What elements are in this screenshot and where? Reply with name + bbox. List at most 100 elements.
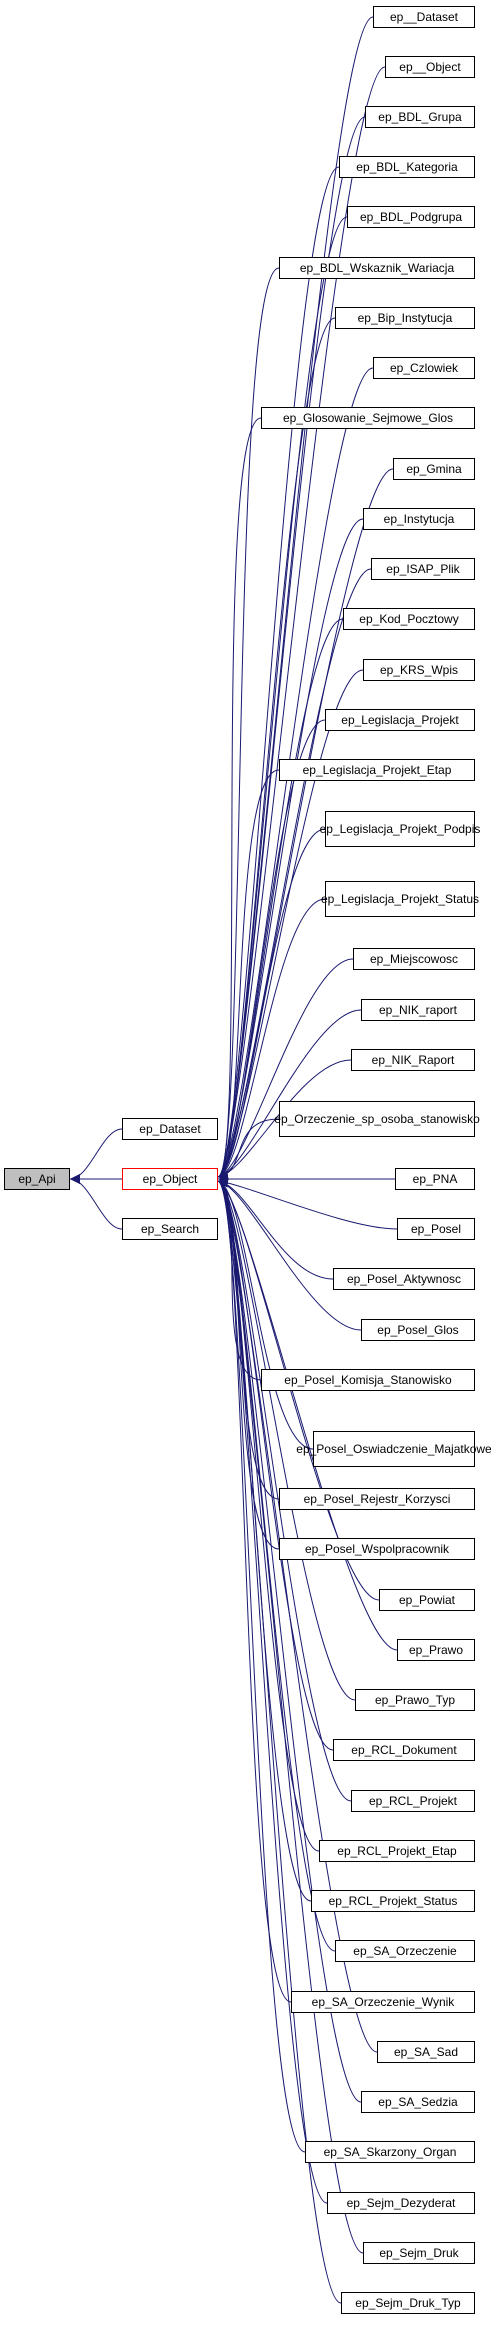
edge-ep-posel-glos-to-ep-object — [217, 1177, 362, 1331]
class-node-ep-posel-rejestr-korzysci[interactable]: ep_Posel_Rejestr_Korzysci — [279, 1488, 475, 1510]
edge-ep-miejscowosc-to-ep-object — [217, 958, 354, 1181]
edge-ep-bdl-podgrupa-to-ep-object — [217, 216, 348, 1181]
node-label-line-1: ep_ISAP_Plik — [386, 562, 460, 576]
node-label-line-1: ep_SA_Orzeczenie_Wynik — [311, 1995, 455, 2009]
edge-ep-bip-instytucja-to-ep-object — [217, 317, 336, 1181]
edge-ep-posel-to-ep-object — [217, 1177, 398, 1230]
class-node-ep-sejm-druk[interactable]: ep_Sejm_Druk — [363, 2242, 475, 2264]
node-label-line-1: ep_Posel_Glos — [377, 1323, 459, 1337]
node-label-line-1: ep_SA_Orzeczenie — [353, 1944, 457, 1958]
edge-ep-krs-wpis-to-ep-object — [217, 669, 364, 1181]
class-node-ep-sa-orzeczenie-wynik[interactable]: ep_SA_Orzeczenie_Wynik — [291, 1991, 475, 2013]
edge-ep-bdl-kategoria-to-ep-object — [217, 166, 340, 1181]
node-label-line-1: ep_BDL_Wskaznik_Wariacja — [299, 261, 455, 275]
class-node-ep-legislacja-projekt-status[interactable]: ep_Legislacja_Projekt_Status — [321, 881, 479, 917]
class-node-ep-pna[interactable]: ep_PNA — [395, 1168, 475, 1190]
class-node-ep-gmina[interactable]: ep_Gmina — [393, 458, 475, 480]
edge-ep-nik-raport-to-ep-object — [217, 1009, 362, 1181]
class-node-ep-sa-sad[interactable]: ep_SA_Sad — [377, 2041, 475, 2063]
class-node-ep-posel-glos[interactable]: ep_Posel_Glos — [361, 1319, 475, 1341]
edge-ep-legislacja-projekt-podpis-to-ep-object — [217, 828, 326, 1181]
node-label-line-1: ep_Posel_Wspolpracownik — [304, 1542, 450, 1556]
node-label-line-2: _Majatkowe — [427, 1442, 491, 1456]
node-label-line-1: ep_PNA — [412, 1172, 458, 1186]
class-node-ep-kod-pocztowy[interactable]: ep_Kod_Pocztowy — [343, 608, 475, 630]
class-node-ep-prawo[interactable]: ep_Prawo — [397, 1639, 475, 1661]
class-node-ep-sa-sedzia[interactable]: ep_SA_Sedzia — [361, 2091, 475, 2113]
class-node-ep-sa-skarzony-organ[interactable]: ep_SA_Skarzony_Organ — [305, 2141, 475, 2163]
edge-ep-legislacja-projekt-to-ep-object — [217, 719, 326, 1181]
class-node-ep-rcl-projekt[interactable]: ep_RCL_Projekt — [351, 1790, 475, 1812]
node-label-line-1: ep_Orzeczenie_sp_osoba — [274, 1112, 414, 1126]
node-label-line-2: _Podpis — [437, 822, 481, 836]
class-node-ep-bdl-kategoria[interactable]: ep_BDL_Kategoria — [339, 156, 475, 178]
class-node-ep-sa-orzeczenie[interactable]: ep_SA_Orzeczenie — [335, 1940, 475, 1962]
class-node-ep-dataset[interactable]: ep__Dataset — [373, 6, 475, 28]
node-label-line-1: ep_Gmina — [406, 462, 462, 476]
class-node-ep-object[interactable]: ep__Object — [385, 56, 475, 78]
node-label-line-1: ep_Api — [18, 1172, 56, 1186]
class-node-ep-legislacja-projekt-podpis[interactable]: ep_Legislacja_Projekt_Podpis — [320, 811, 480, 847]
edge-ep-sa-orzeczenie-to-ep-object — [217, 1177, 336, 1952]
class-node-ep-object[interactable]: ep_Object — [122, 1168, 218, 1190]
class-node-ep-rcl-dokument[interactable]: ep_RCL_Dokument — [333, 1739, 475, 1761]
edge-ep-sa-skarzony-organ-to-ep-object — [217, 1177, 306, 2153]
node-label-line-1: ep_Dataset — [139, 1122, 201, 1136]
node-label-line-1: ep_Posel — [410, 1222, 462, 1236]
class-node-ep-powiat[interactable]: ep_Powiat — [379, 1589, 475, 1611]
class-node-ep-bdl-grupa[interactable]: ep_BDL_Grupa — [365, 106, 475, 128]
node-label-line-1: ep_Prawo_Typ — [374, 1693, 456, 1707]
class-node-ep-glosowanie-sejmowe-glos[interactable]: ep_Glosowanie_Sejmowe_Glos — [261, 407, 475, 429]
class-node-ep-posel-wspolpracownik[interactable]: ep_Posel_Wspolpracownik — [279, 1538, 475, 1560]
edge-ep-search-to-ep-api — [69, 1174, 123, 1230]
class-node-ep-search[interactable]: ep_Search — [122, 1218, 218, 1240]
class-node-ep-miejscowosc[interactable]: ep_Miejscowosc — [353, 948, 475, 970]
node-label-line-1: ep_BDL_Kategoria — [356, 160, 458, 174]
node-label-line-1: ep_RCL_Dokument — [351, 1743, 457, 1757]
class-node-ep-prawo-typ[interactable]: ep_Prawo_Typ — [355, 1689, 475, 1711]
class-node-ep-dataset[interactable]: ep_Dataset — [122, 1118, 218, 1140]
node-label-line-1: ep_SA_Skarzony_Organ — [323, 2145, 457, 2159]
class-node-ep-legislacja-projekt[interactable]: ep_Legislacja_Projekt — [325, 709, 475, 731]
node-label-line-1: ep_BDL_Grupa — [378, 110, 462, 124]
node-label-line-1: ep_NIK_raport — [378, 1003, 458, 1017]
class-node-ep-rcl-projekt-status[interactable]: ep_RCL_Projekt_Status — [311, 1890, 475, 1912]
class-node-ep-isap-plik[interactable]: ep_ISAP_Plik — [371, 558, 475, 580]
class-node-ep-legislacja-projekt-etap[interactable]: ep_Legislacja_Projekt_Etap — [279, 759, 475, 781]
class-node-ep-orzeczenie-sp-osoba-stanowisko[interactable]: ep_Orzeczenie_sp_osoba_stanowisko — [274, 1101, 480, 1137]
class-node-ep-posel-aktywnosc[interactable]: ep_Posel_Aktywnosc — [333, 1268, 475, 1290]
node-label-line-1: ep_Legislacja_Projekt_Etap — [302, 763, 452, 777]
class-node-ep-nik-raport[interactable]: ep_NIK_Raport — [351, 1049, 475, 1071]
class-node-ep-bdl-podgrupa[interactable]: ep_BDL_Podgrupa — [347, 206, 475, 228]
class-node-ep-bip-instytucja[interactable]: ep_Bip_Instytucja — [335, 307, 475, 329]
node-label-line-1: ep_Posel_Rejestr_Korzysci — [303, 1492, 451, 1506]
class-node-ep-posel[interactable]: ep_Posel — [397, 1218, 475, 1240]
edge-ep-legislacja-projekt-status-to-ep-object — [217, 898, 326, 1181]
class-node-ep-sejm-dezyderat[interactable]: ep_Sejm_Dezyderat — [327, 2192, 475, 2214]
node-label-line-1: ep_Legislacja_Projekt — [320, 892, 439, 906]
node-label-line-1: ep_Posel_Aktywnosc — [346, 1272, 462, 1286]
class-node-ep-czlowiek[interactable]: ep_Czlowiek — [373, 357, 475, 379]
node-label-line-1: ep__Dataset — [389, 10, 459, 24]
node-label-line-1: ep_BDL_Podgrupa — [359, 210, 463, 224]
node-label-line-1: ep_Legislacja_Projekt — [319, 822, 438, 836]
edge-ep-dataset-to-ep-api — [69, 1128, 123, 1184]
node-label-line-1: ep_Kod_Pocztowy — [359, 612, 459, 626]
node-label-line-1: ep_Posel_Komisja_Stanowisko — [284, 1373, 452, 1387]
class-node-ep-posel-oswiadczenie-majatkowe[interactable]: ep_Posel_Oswiadczenie_Majatkowe — [296, 1431, 491, 1467]
class-node-ep-rcl-projekt-etap[interactable]: ep_RCL_Projekt_Etap — [319, 1840, 475, 1862]
edge-ep-orzeczenie-sp-osoba-stanowisko-to-ep-object — [217, 1118, 280, 1181]
class-node-ep-instytucja[interactable]: ep_Instytucja — [363, 508, 475, 530]
node-label-line-1: ep_NIK_Raport — [371, 1053, 455, 1067]
edge-ep-glosowanie-sejmowe-glos-to-ep-object — [217, 417, 262, 1181]
node-label-line-1: ep_Instytucja — [383, 512, 455, 526]
edge-ep-sejm-druk-to-ep-object — [217, 1177, 364, 2254]
node-label-line-1: ep__Object — [399, 60, 461, 74]
class-node-ep-bdl-wskaznik-wariacja[interactable]: ep_BDL_Wskaznik_Wariacja — [279, 257, 475, 279]
class-node-ep-posel-komisja-stanowisko[interactable]: ep_Posel_Komisja_Stanowisko — [261, 1369, 475, 1391]
class-node-ep-krs-wpis[interactable]: ep_KRS_Wpis — [363, 659, 475, 681]
class-node-ep-sejm-druk-typ[interactable]: ep_Sejm_Druk_Typ — [341, 2292, 475, 2314]
node-label-line-1: ep_Czlowiek — [389, 361, 459, 375]
class-node-ep-nik-raport[interactable]: ep_NIK_raport — [361, 999, 475, 1021]
